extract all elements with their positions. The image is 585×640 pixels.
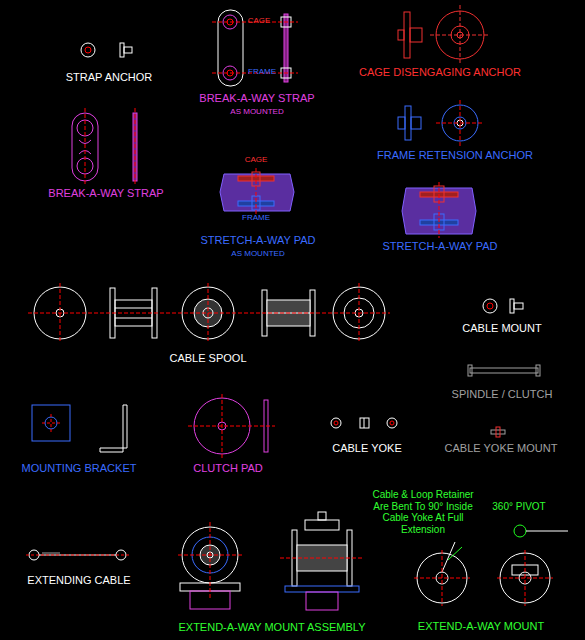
note-label: AS MOUNTED <box>230 107 283 116</box>
part-name: STRETCH-A-WAY PAD <box>382 240 497 253</box>
part-name: EXTENDING CABLE <box>27 574 130 587</box>
part-name: SPINDLE / CLUTCH <box>452 388 553 401</box>
frame-retension-anchor <box>398 100 484 146</box>
part-name: CABLE YOKE MOUNT <box>445 442 558 455</box>
extending-cable <box>26 550 130 560</box>
stretch-a-way-pad-mounted <box>220 168 294 214</box>
cable-spool <box>28 283 390 343</box>
part-name: STRETCH-A-WAY PAD <box>200 234 315 247</box>
part-name: EXTEND-A-WAY MOUNT <box>418 620 544 633</box>
extend-a-way-mount-assembly <box>178 512 364 610</box>
clutch-pad <box>188 394 275 458</box>
spindle-clutch <box>468 365 540 376</box>
cage-label: CAGE <box>245 155 268 164</box>
stretch-a-way-pad <box>402 182 476 238</box>
part-name: EXTEND-A-WAY MOUNT ASSEMBLY <box>178 621 365 634</box>
note-label: 360° PIVOT <box>492 501 545 513</box>
part-name: CAGE DISENGAGING ANCHOR <box>359 66 521 79</box>
part-name: CABLE YOKE <box>332 442 402 455</box>
break-a-way-strap <box>72 108 137 186</box>
part-name: FRAME RETENSION ANCHOR <box>377 149 533 162</box>
cage-disengaging-anchor <box>398 5 490 65</box>
frame-label: FRAME <box>248 67 276 76</box>
cable-yoke-mount <box>491 427 505 437</box>
part-name: MOUNTING BRACKET <box>22 462 137 475</box>
part-name: BREAK-A-WAY STRAP <box>199 92 314 105</box>
frame-label: FRAME <box>242 213 270 222</box>
part-name: CLUTCH PAD <box>193 462 262 475</box>
cable-mount <box>483 299 523 313</box>
cage-label: CAGE <box>248 16 271 25</box>
extend-a-way-mount <box>414 525 568 606</box>
break-a-way-strap-mounted <box>212 10 298 86</box>
note-label: AS MOUNTED <box>231 249 284 258</box>
strap-anchor <box>81 43 132 57</box>
mounting-bracket <box>32 405 127 452</box>
note-label: Cable & Loop Retainer Are Bent To 90° In… <box>369 489 477 535</box>
part-name: STRAP ANCHOR <box>66 71 153 84</box>
part-name: CABLE MOUNT <box>462 322 541 335</box>
part-name: BREAK-A-WAY STRAP <box>48 187 163 200</box>
part-name: CABLE SPOOL <box>169 352 246 365</box>
cable-yoke <box>331 418 397 428</box>
